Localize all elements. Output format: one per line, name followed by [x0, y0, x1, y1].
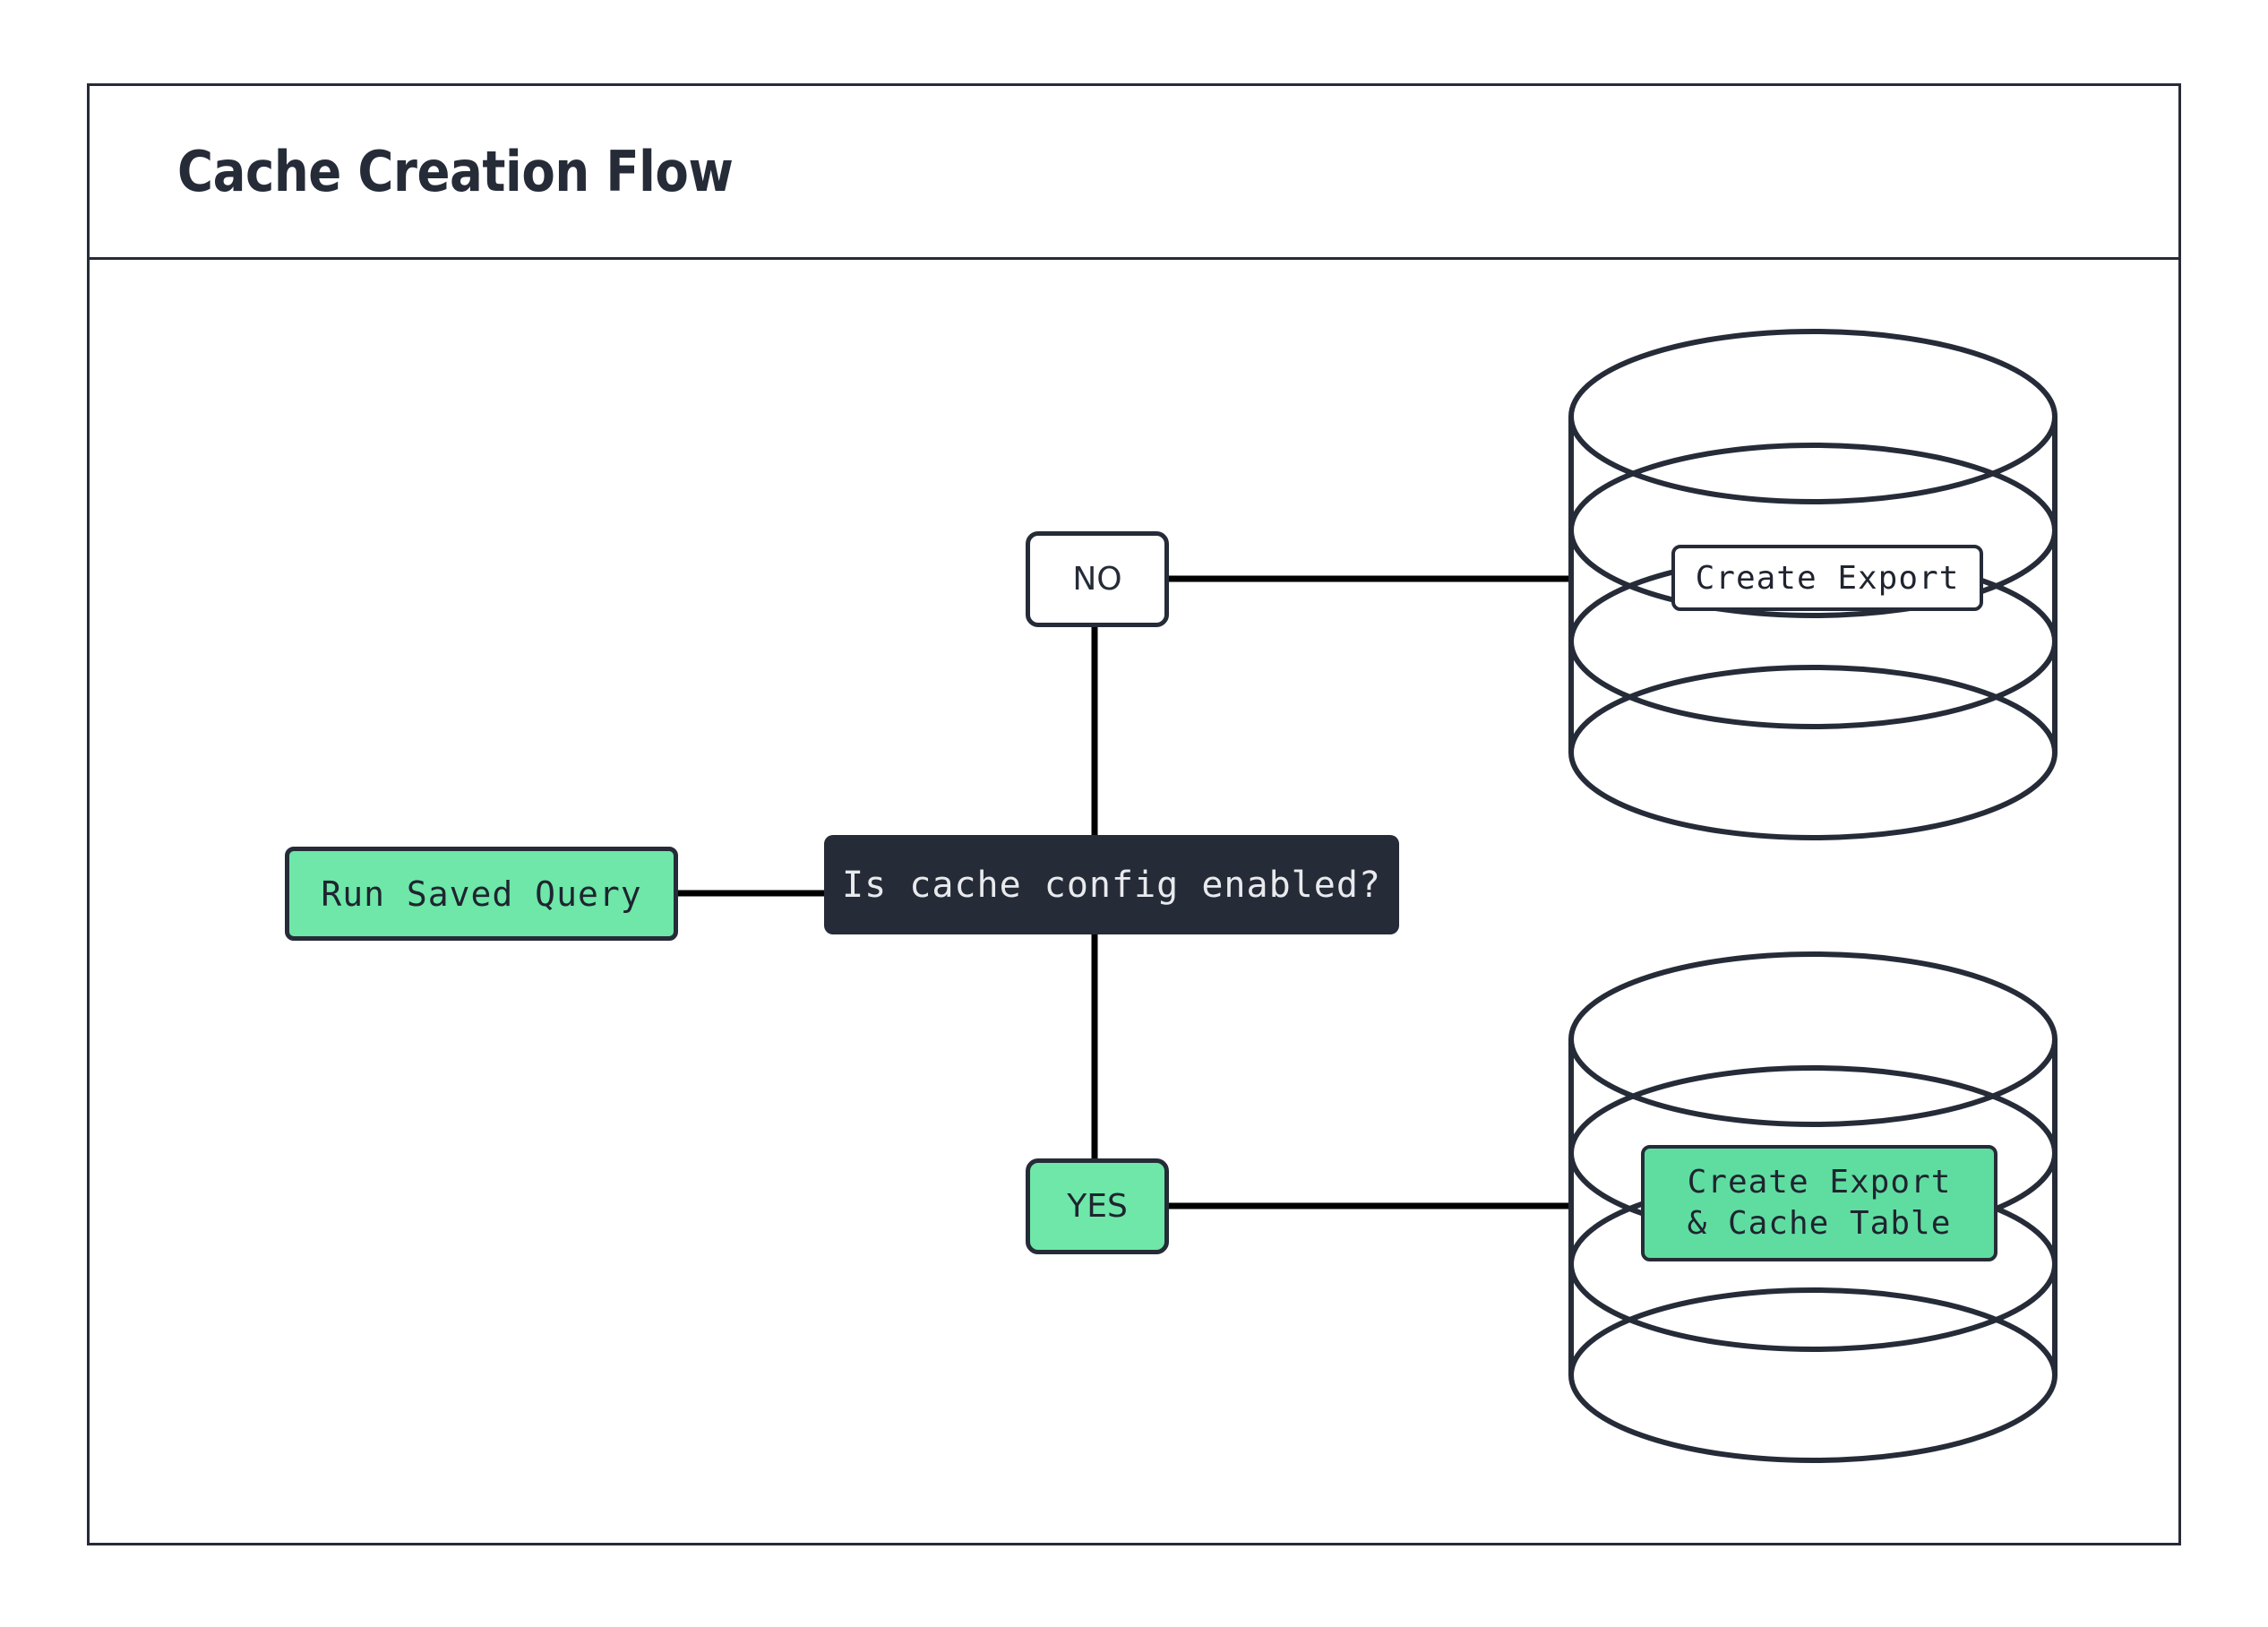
db-top-label-text: Create Export	[1695, 559, 1960, 597]
branch-label-no[interactable]: NO	[1026, 531, 1169, 627]
diagram-frame: Cache Creation Flow	[87, 83, 2181, 1545]
diagram-header: Cache Creation Flow	[90, 86, 2178, 260]
cylinder-disc-4	[1568, 1287, 2058, 1463]
db-bottom-label-create-export-cache-table[interactable]: Create Export & Cache Table	[1641, 1145, 1997, 1261]
branch-label-yes[interactable]: YES	[1026, 1158, 1169, 1254]
cylinder-disc-4	[1568, 665, 2058, 840]
cylinder-disc-1	[1568, 951, 2058, 1127]
node-run-saved-query-label: Run Saved Query	[321, 874, 642, 914]
db-bottom-label-line-2: & Cache Table	[1687, 1205, 1952, 1242]
branch-label-no-text: NO	[1072, 561, 1122, 598]
node-run-saved-query[interactable]: Run Saved Query	[285, 847, 678, 941]
node-decision-cache-config[interactable]: Is cache config enabled?	[824, 835, 1399, 934]
cylinder-disc-1	[1568, 329, 2058, 504]
node-decision-label: Is cache config enabled?	[842, 864, 1381, 906]
page-title: Cache Creation Flow	[177, 139, 734, 204]
db-bottom-label-line-1: Create Export	[1687, 1163, 1952, 1201]
branch-label-yes-text: YES	[1067, 1188, 1128, 1225]
db-top-label-create-export[interactable]: Create Export	[1671, 545, 1983, 611]
